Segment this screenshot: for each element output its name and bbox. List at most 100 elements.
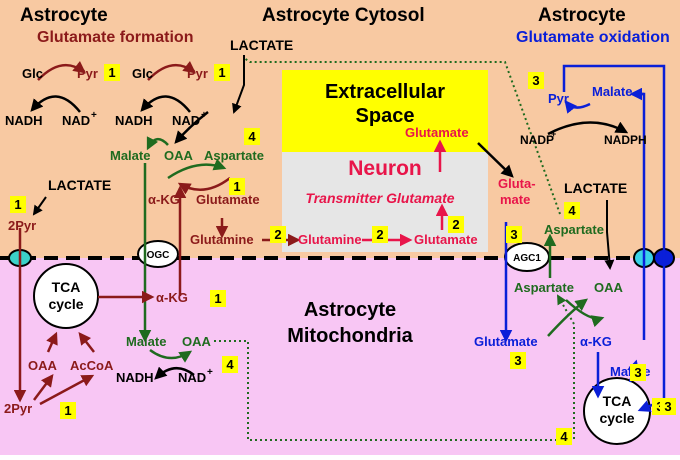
aspartate-dotted-route	[243, 57, 561, 215]
glutamine-cyto: Glutamine	[190, 232, 254, 247]
malate-cyto: Malate	[110, 148, 150, 163]
step-badge: 3	[630, 364, 646, 381]
nad-mid: NAD	[172, 113, 200, 128]
step-badge-box	[10, 196, 26, 213]
step-badge: 3	[506, 226, 522, 243]
step-badge-box	[660, 398, 676, 415]
oaa-right-mito: OAA	[594, 280, 624, 295]
mito-malate-oaa-arc	[149, 348, 193, 363]
nadh-arc-mid	[140, 95, 191, 113]
step-badge-box	[510, 352, 526, 369]
step-badge: 1	[210, 290, 226, 307]
step-badge-number: 4	[568, 203, 576, 218]
nad-left-sup: +	[91, 110, 97, 121]
step-badge-box	[104, 64, 120, 81]
glutamate-right-mito: Glutamate	[474, 334, 538, 349]
nadh-arc-left	[30, 95, 81, 113]
mito-label-1: Astrocyte	[304, 299, 396, 321]
step-badge-number: 1	[233, 179, 240, 194]
tca-left-line2: cycle	[48, 296, 83, 312]
step-badge-number: 1	[14, 197, 21, 212]
step-badge: 1	[60, 402, 76, 419]
oaa-dotted-route	[214, 294, 575, 441]
nadh-mito: NADH	[116, 370, 154, 385]
lactate-arrow-left	[32, 196, 47, 216]
glutamate-cyto: Glutamate	[196, 192, 260, 207]
transmitter-glutamate-label: Transmitter Glutamate	[305, 190, 454, 206]
nadp-right-sup: +	[551, 129, 556, 139]
step-badge-box	[60, 402, 76, 419]
nad-mito: NAD	[178, 370, 206, 385]
step-badge: 4	[244, 128, 260, 145]
gluta-label-1: Gluta-	[498, 176, 536, 191]
step-badges: 1141122234114343333	[10, 64, 676, 445]
aspartate-right-cyto: Aspartate	[544, 222, 604, 237]
step-badge: 4	[222, 356, 238, 373]
step-badge: 2	[372, 226, 388, 243]
step-badge: 2	[270, 226, 286, 243]
pyr-right: Pyr	[548, 91, 569, 106]
step-badge: 2	[448, 216, 464, 233]
nad-left: NAD	[62, 113, 90, 128]
aspartate-cyto: Aspartate	[204, 148, 264, 163]
akg-right-mito: α-KG	[580, 334, 612, 349]
tca-right-line1: TCA	[603, 393, 632, 409]
glc-mid: Glc	[132, 66, 153, 81]
step-badge-box	[528, 72, 544, 89]
extracellular-space-box	[282, 70, 488, 152]
nadph-right: NADPH	[604, 133, 647, 147]
step-badge-number: 1	[214, 291, 221, 306]
step-badge: 4	[564, 202, 580, 219]
mito-nadh-arc	[154, 366, 195, 380]
mito-label-2: Mitochondria	[287, 325, 413, 347]
right-subtitle: Glutamate oxidation	[516, 29, 670, 46]
step-badge-number: 2	[274, 227, 281, 242]
ec-glutamate: Glutamate	[405, 125, 469, 140]
aspartate-oaa-transamination	[565, 299, 605, 328]
acoa-left-mito: AcCoA	[70, 358, 114, 373]
malate-mito: Malate	[126, 334, 166, 349]
lactate-left: LACTATE	[48, 177, 111, 193]
step-badge: 1	[104, 64, 120, 81]
oaa-to-tca	[46, 331, 58, 353]
pyr2-top: 2Pyr	[8, 218, 36, 233]
step-badge-box	[556, 428, 572, 445]
extracellular-label-1: Extracellular	[325, 81, 445, 103]
lactate-top: LACTATE	[230, 37, 293, 53]
neuron-label: Neuron	[348, 157, 422, 180]
nadh-left: NADH	[5, 113, 43, 128]
left-title: Astrocyte	[20, 5, 108, 26]
step-badge-box	[372, 226, 388, 243]
step-badge-number: 3	[532, 73, 539, 88]
pyr-left: Pyr	[77, 66, 98, 81]
glutamate-akg-transamination	[547, 298, 588, 337]
oaa-mito: OAA	[182, 334, 212, 349]
step-badge: 3	[528, 72, 544, 89]
nad-mid-sup: +	[201, 110, 207, 121]
lactate-arrow-top	[232, 55, 245, 114]
step-badge: 1	[229, 178, 245, 195]
left-subtitle: Glutamate formation	[37, 29, 193, 46]
ogc-label: OGC	[147, 250, 170, 261]
akg-cyto: α-KG	[148, 192, 180, 207]
oaa-cyto: OAA	[164, 148, 194, 163]
step-badge: 1	[10, 196, 26, 213]
glycolysis-arc-left	[37, 60, 86, 81]
oaa-left-mito: OAA	[28, 358, 58, 373]
step-badge: 3	[510, 352, 526, 369]
agc1-label: AGC1	[513, 253, 541, 264]
malate-oaa-nad-arc	[174, 111, 209, 144]
step-badge-number: 3	[510, 227, 517, 242]
step-badge: 3	[660, 398, 676, 415]
right-title: Astrocyte	[538, 5, 626, 26]
step-badge-number: 4	[560, 429, 568, 444]
tca-left-line1: TCA	[52, 279, 81, 295]
step-badge-number: 3	[634, 365, 641, 380]
akg-mito: α-KG	[156, 290, 188, 305]
step-badge-number: 1	[108, 65, 115, 80]
aspartate-right-mito: Aspartate	[514, 280, 574, 295]
mitochondria-background	[0, 258, 680, 455]
oaa-from-malate-arc	[146, 136, 169, 151]
tca-right-line2: cycle	[599, 410, 634, 426]
glc-left: Glc	[22, 66, 43, 81]
